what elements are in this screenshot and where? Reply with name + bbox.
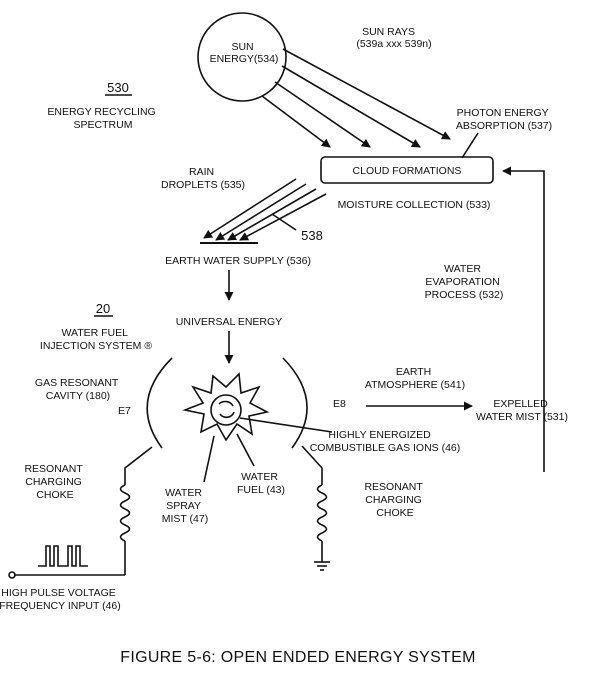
pulse-waveform-icon bbox=[38, 545, 88, 567]
spectrum-label: ENERGY RECYCLING SPECTRUM bbox=[47, 106, 158, 131]
gas-ion-swirl-1 bbox=[218, 400, 234, 407]
gas-ion-core bbox=[210, 394, 242, 426]
spray-leader bbox=[203, 435, 215, 483]
system-label: WATER FUEL INJECTION SYSTEM ® bbox=[40, 327, 152, 352]
earth-water-label: EARTH WATER SUPPLY (536) bbox=[165, 255, 311, 267]
left-electrode-wire bbox=[124, 446, 153, 485]
right-choke-coil bbox=[316, 484, 328, 542]
cavity-left-wall bbox=[146, 357, 173, 449]
cavity-label: GAS RESONANT CAVITY (180) bbox=[35, 377, 121, 402]
ground-icon bbox=[314, 561, 330, 571]
moisture-label: MOISTURE COLLECTION (533) bbox=[338, 199, 491, 211]
energy-starburst bbox=[182, 372, 270, 442]
rain-droplets bbox=[203, 178, 327, 241]
evaporation-arrow bbox=[502, 166, 545, 472]
pulse-label: HIGH PULSE VOLTAGE FREQUENCY INPUT (46) bbox=[0, 587, 121, 612]
figure-caption: FIGURE 5-6: OPEN ENDED ENERGY SYSTEM bbox=[120, 649, 475, 666]
rain-ref-leader bbox=[271, 213, 297, 231]
sun-rays-label: SUN RAYS (539a xxx 539n) bbox=[356, 26, 431, 50]
right-electrode-wire bbox=[301, 445, 323, 485]
input-terminal bbox=[8, 571, 16, 579]
sun-label: SUN ENERGY(534) bbox=[210, 41, 279, 65]
right-choke-label: RESONANT CHARGING CHOKE bbox=[364, 481, 425, 519]
sun-circle bbox=[197, 12, 287, 102]
cavity-right-wall bbox=[282, 357, 308, 449]
rain-label: RAIN DROPLETS (535) bbox=[161, 166, 245, 191]
fuel-leader bbox=[236, 433, 255, 467]
cloud-box bbox=[320, 156, 494, 184]
cloud-label: CLOUD FORMATIONS bbox=[353, 165, 462, 177]
evaporation-label: WATER EVAPORATION PROCESS (532) bbox=[425, 263, 504, 301]
ions-label: HIGHLY ENERGIZED COMBUSTIBLE GAS IONS (4… bbox=[310, 429, 461, 454]
gas-ion-swirl-2 bbox=[219, 411, 235, 419]
atmosphere-label: EARTH ATMOSPHERE (541) bbox=[365, 366, 465, 391]
spectrum-ref: 530 bbox=[107, 80, 129, 95]
ions-leader bbox=[239, 417, 333, 433]
rain-ref: 538 bbox=[301, 228, 323, 243]
system-ref: 20 bbox=[96, 301, 110, 316]
photon-label: PHOTON ENERGY ABSORPTION (537) bbox=[456, 107, 552, 132]
universal-label: UNIVERSAL ENERGY bbox=[176, 316, 282, 328]
expelled-label: EXPELLED WATER MIST (531) bbox=[476, 398, 568, 423]
left-choke-label: RESONANT CHARGING CHOKE bbox=[24, 463, 85, 501]
e8-label: E8 bbox=[333, 398, 346, 410]
sun-rays bbox=[261, 48, 451, 148]
fuel-label: WATER FUEL (43) bbox=[237, 471, 285, 496]
spray-label: WATER SPRAY MIST (47) bbox=[162, 487, 208, 525]
photon-leader bbox=[461, 132, 479, 159]
left-choke-coil bbox=[119, 484, 131, 542]
e7-label: E7 bbox=[118, 405, 131, 417]
